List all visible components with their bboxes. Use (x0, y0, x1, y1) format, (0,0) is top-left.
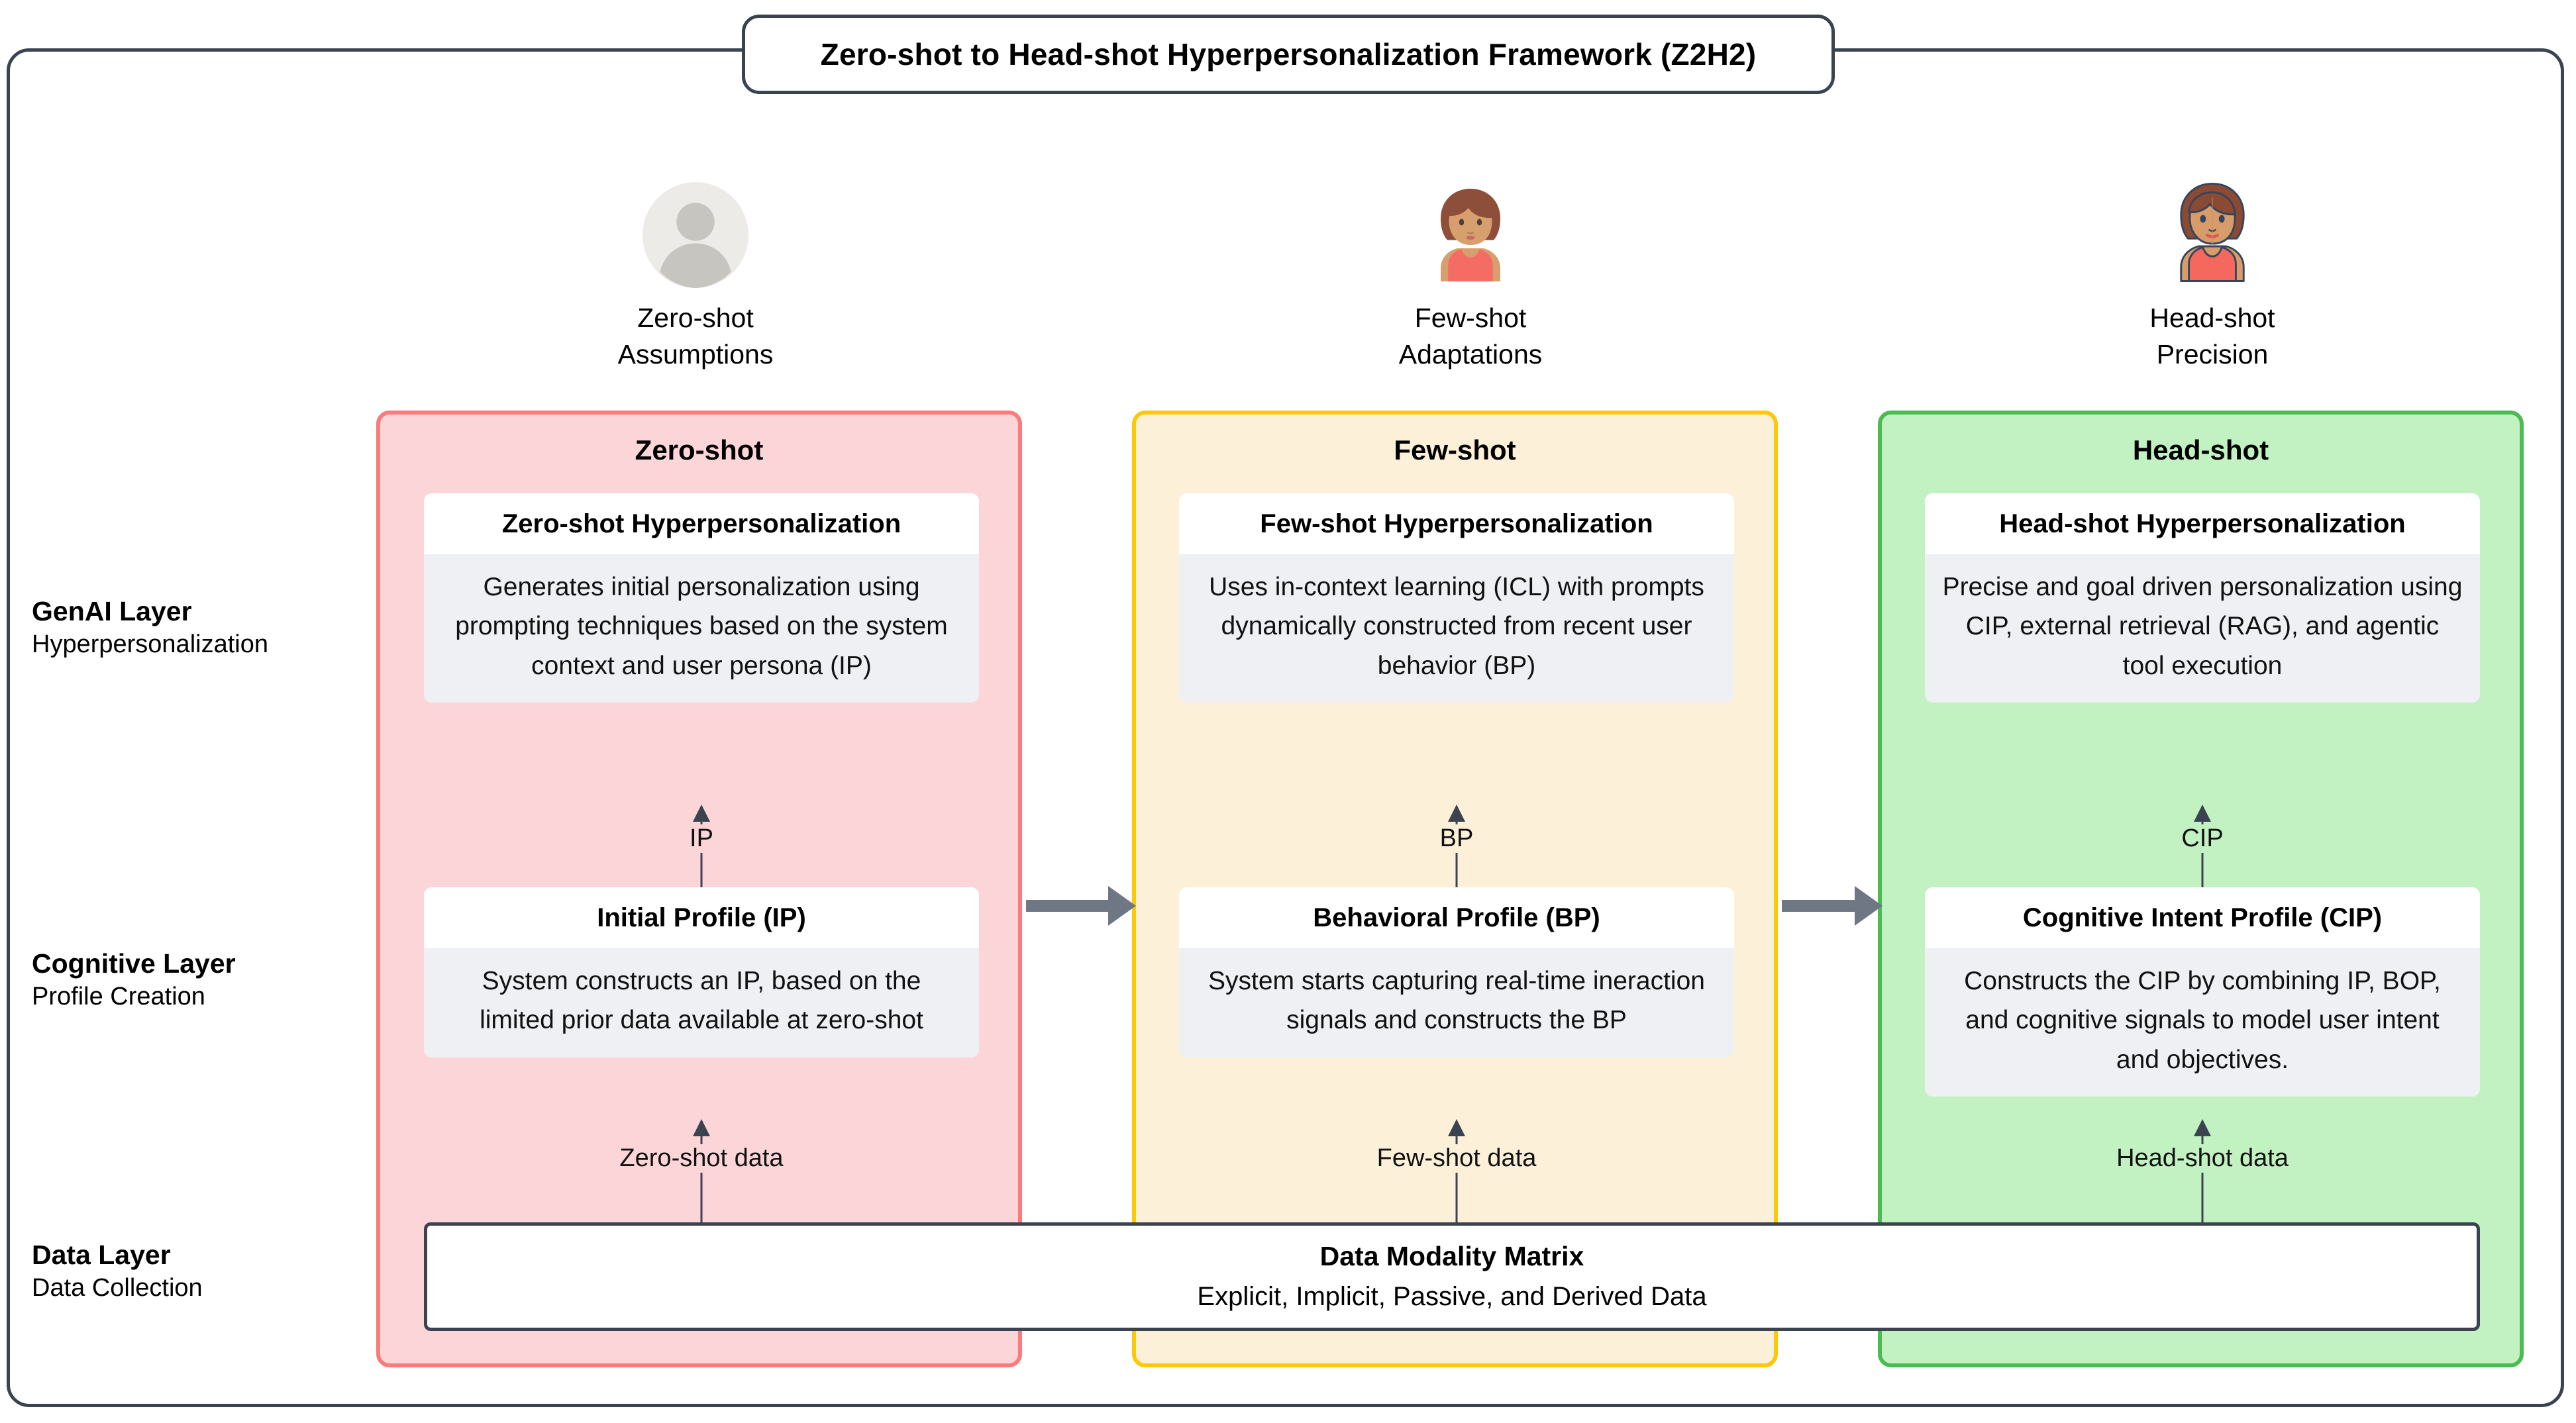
card-header: Head-shot Hyperpersonalization (1925, 493, 2480, 554)
framework-title-card: Zero-shot to Head-shot Hyperpersonalizat… (742, 15, 1835, 94)
card-header: Zero-shot Hyperpersonalization (424, 493, 979, 554)
card-cognitive-initial-profile: Initial Profile (IP) System constructs a… (424, 887, 979, 1057)
arrow-head-icon (1108, 886, 1136, 926)
layer-subtitle: Hyperpersonalization (32, 630, 268, 659)
persona-line-2: Assumptions (617, 338, 774, 369)
persona-few-shot: Few-shot Adaptations (1318, 162, 1623, 372)
card-header: Cognitive Intent Profile (CIP) (1925, 887, 2480, 948)
connector-label: Few-shot data (1370, 1144, 1543, 1173)
card-genai-few-shot: Few-shot Hyperpersonalization Uses in-co… (1179, 493, 1734, 703)
card-header: Behavioral Profile (BP) (1179, 887, 1734, 948)
stage-title: Zero-shot (635, 434, 764, 466)
connector-label: CIP (2175, 824, 2230, 853)
persona-label: Few-shot Adaptations (1318, 300, 1623, 372)
layer-label-cognitive: Cognitive Layer Profile Creation (32, 947, 363, 1014)
woman-curly-hair-detailed-icon (2060, 162, 2365, 288)
stage-title: Head-shot (2132, 434, 2269, 466)
arrow-shaft (1026, 900, 1108, 912)
card-genai-zero-shot: Zero-shot Hyperpersonalization Generates… (424, 493, 979, 703)
anonymous-user-avatar-icon (543, 162, 848, 288)
persona-zero-shot: Zero-shot Assumptions (543, 162, 848, 372)
page-title: Zero-shot to Head-shot Hyperpersonalizat… (820, 37, 1757, 72)
stage-arrow-few-to-head-icon (1782, 886, 1882, 926)
card-body: Uses in-context learning (ICL) with prom… (1179, 554, 1734, 703)
card-body: Generates initial personalization using … (424, 554, 979, 703)
persona-label: Head-shot Precision (2060, 300, 2365, 372)
card-body: Precise and goal driven personalization … (1925, 554, 2480, 703)
connector-line (1455, 1128, 1458, 1222)
card-body: System starts capturing real-time inerac… (1179, 948, 1734, 1057)
data-modality-title: Data Modality Matrix (1319, 1241, 1584, 1272)
layer-subtitle: Data Collection (32, 1274, 203, 1302)
persona-label: Zero-shot Assumptions (543, 300, 848, 372)
layer-name: Cognitive Layer (32, 948, 236, 979)
card-body: System constructs an IP, based on the li… (424, 948, 979, 1057)
connector-line (700, 1128, 703, 1222)
connector-label: Zero-shot data (613, 1144, 790, 1173)
layer-label-data: Data Layer Data Collection (32, 1238, 363, 1305)
persona-line-1: Few-shot (1414, 303, 1527, 333)
layer-subtitle: Profile Creation (32, 983, 205, 1011)
connector-label: Head-shot data (2110, 1144, 2295, 1173)
layer-name: Data Layer (32, 1240, 171, 1270)
persona-line-1: Zero-shot (637, 303, 754, 333)
arrow-head-icon (1855, 886, 1882, 926)
connector-label: IP (683, 824, 720, 853)
connector-label: BP (1433, 824, 1480, 853)
persona-head-shot: Head-shot Precision (2060, 162, 2365, 372)
woman-curly-hair-emoji-icon (1318, 162, 1623, 288)
card-cognitive-intent-profile: Cognitive Intent Profile (CIP) Construct… (1925, 887, 2480, 1097)
persona-line-2: Precision (2156, 338, 2269, 369)
card-cognitive-behavioral-profile: Behavioral Profile (BP) System starts ca… (1179, 887, 1734, 1057)
arrow-shaft (1782, 900, 1855, 912)
data-modality-subtitle: Explicit, Implicit, Passive, and Derived… (1197, 1281, 1707, 1311)
card-body: Constructs the CIP by combining IP, BOP,… (1925, 948, 2480, 1097)
card-genai-head-shot: Head-shot Hyperpersonalization Precise a… (1925, 493, 2480, 703)
card-header: Initial Profile (IP) (424, 887, 979, 948)
card-header: Few-shot Hyperpersonalization (1179, 493, 1734, 554)
layer-name: GenAI Layer (32, 596, 192, 626)
stage-arrow-zero-to-few-icon (1026, 886, 1136, 926)
layer-label-genai: GenAI Layer Hyperpersonalization (32, 595, 363, 662)
data-modality-matrix-box: Data Modality Matrix Explicit, Implicit,… (424, 1222, 2480, 1331)
connector-line (2201, 1128, 2204, 1222)
stage-title: Few-shot (1394, 434, 1516, 466)
persona-line-1: Head-shot (2149, 303, 2275, 333)
persona-line-2: Adaptations (1398, 338, 1543, 369)
